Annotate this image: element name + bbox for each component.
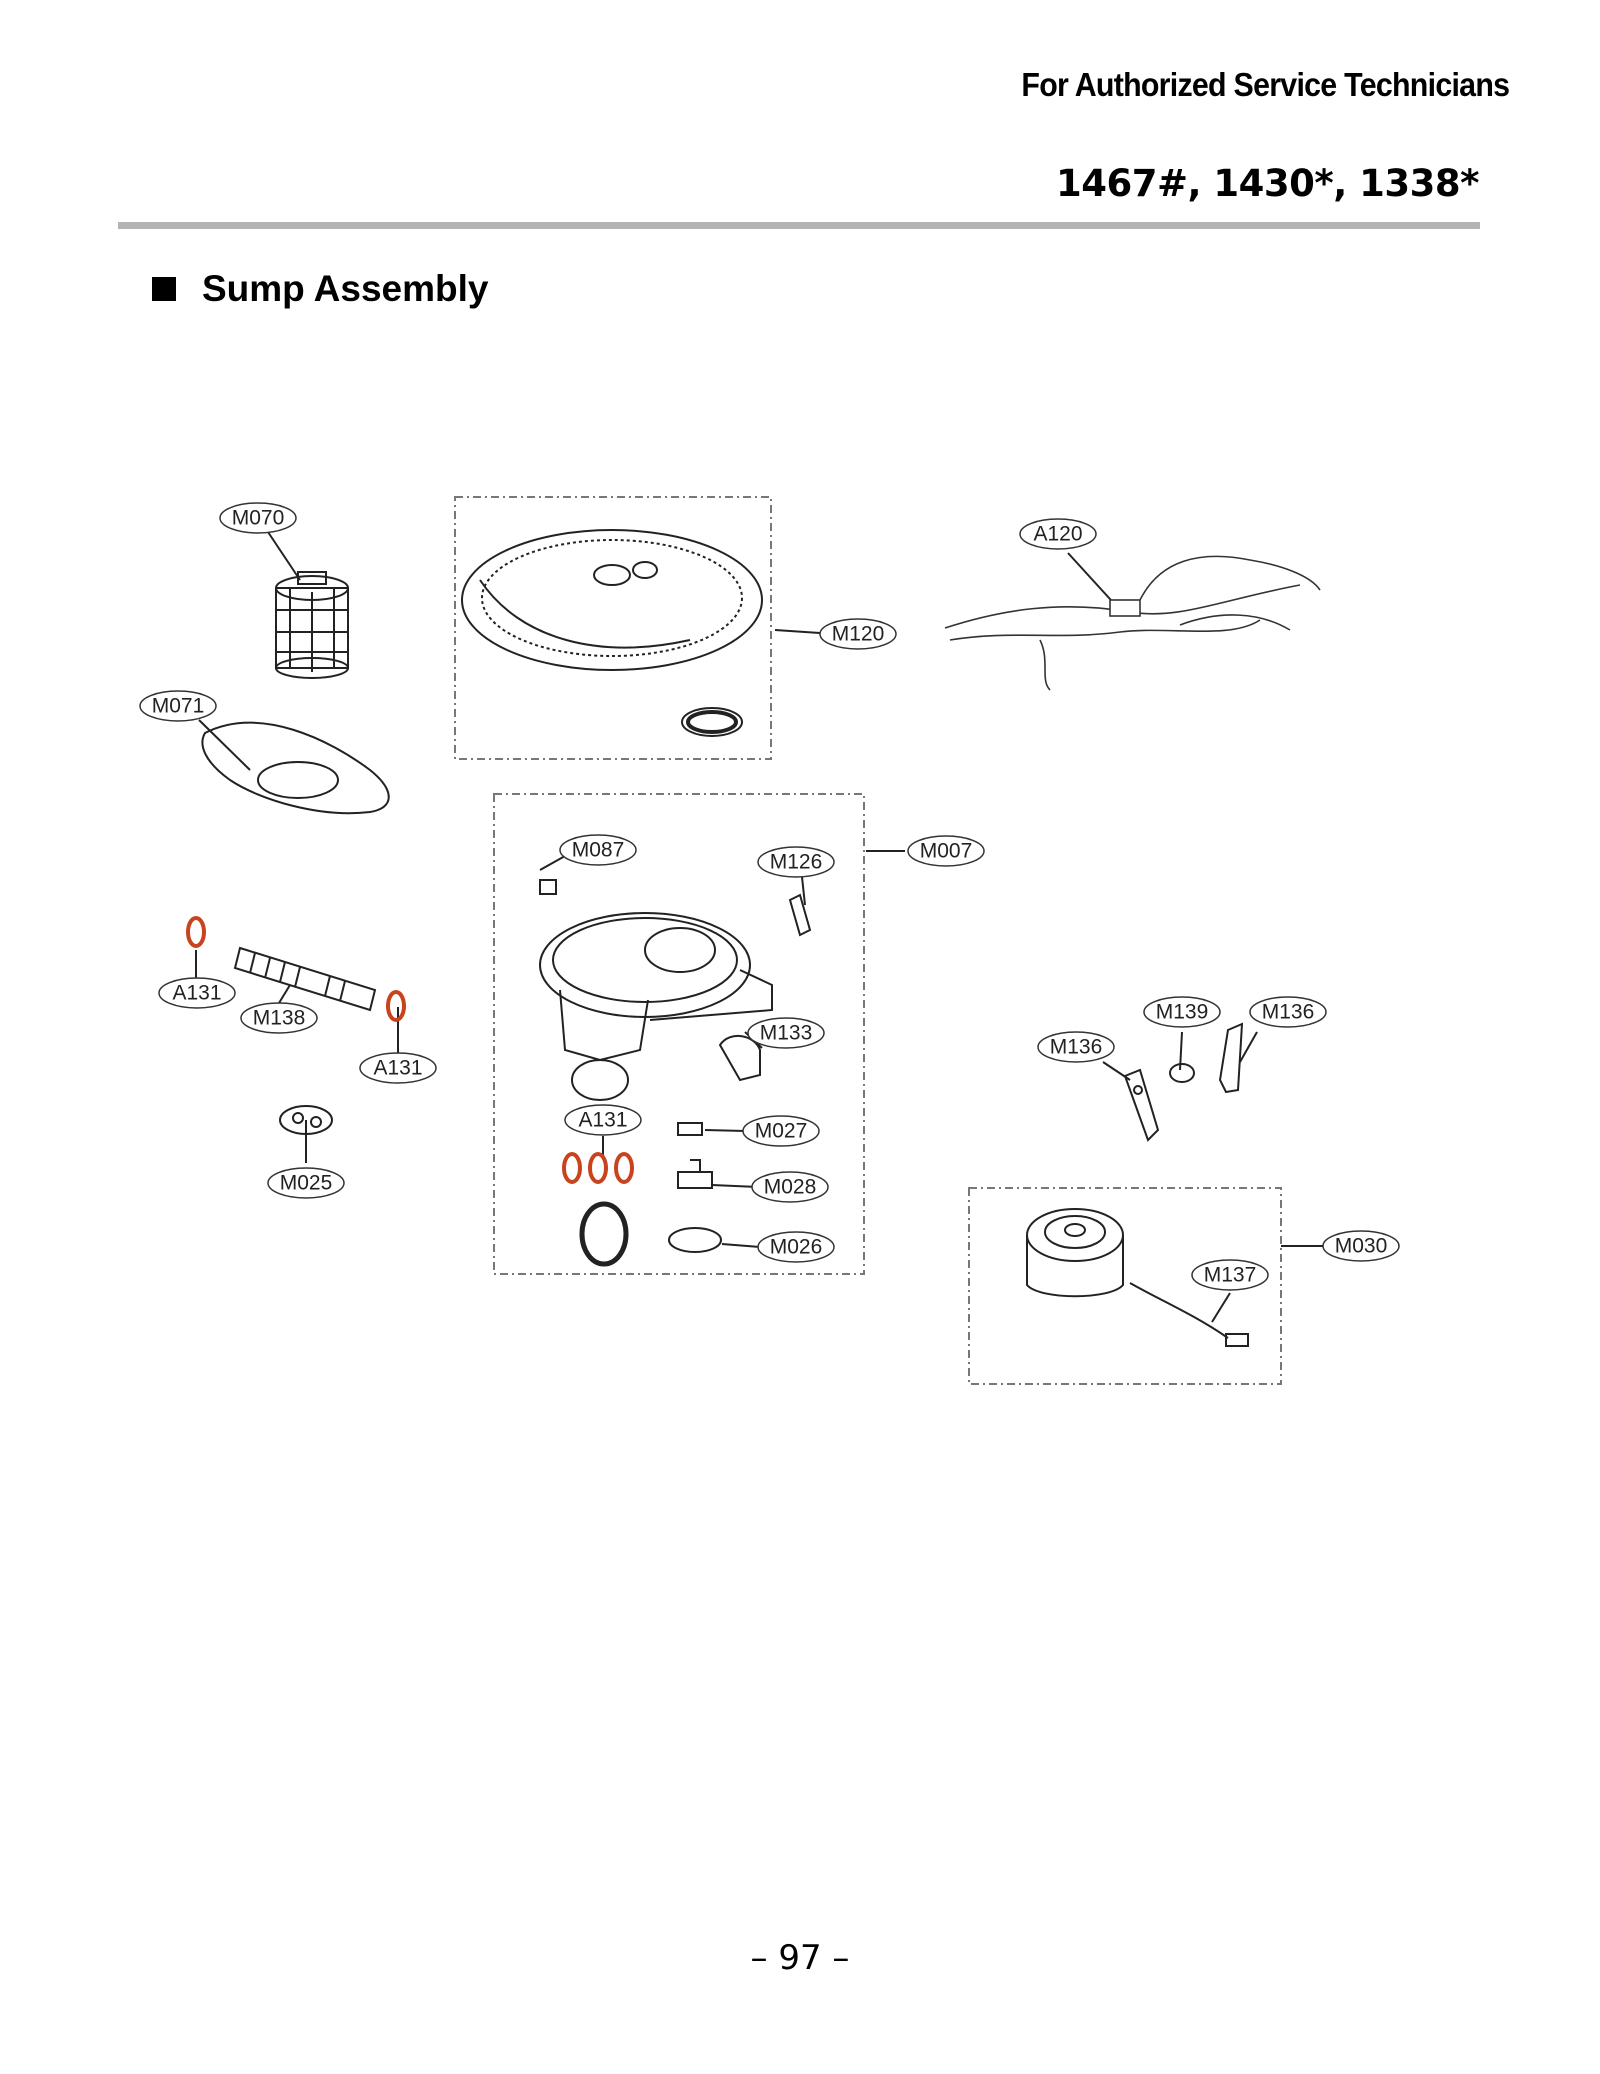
callout-M026: M026	[770, 1236, 823, 1259]
callout-A131-right: A131	[373, 1057, 422, 1080]
pump-group-frame	[968, 1187, 1282, 1385]
callout-M007: M007	[920, 840, 973, 863]
filter-plate-part	[461, 529, 763, 737]
callout-M139: M139	[1156, 1001, 1209, 1024]
callout-A120: A120	[1033, 523, 1082, 546]
orings	[186, 916, 634, 1267]
fine-filter-part	[201, 721, 390, 815]
square-bullet-icon	[152, 277, 176, 301]
callout-M133: M133	[760, 1022, 813, 1045]
model-numbers: 1467#, 1430*, 1338*	[1055, 162, 1480, 205]
cap-part	[279, 1105, 333, 1135]
header-rule	[118, 222, 1480, 229]
wire-harness-part	[944, 555, 1321, 691]
sump-group-frame	[493, 793, 865, 1275]
callout-M138: M138	[253, 1007, 306, 1030]
callout-M025: M025	[280, 1172, 333, 1195]
callout-M030: M030	[1335, 1235, 1388, 1258]
page-number: – 97 –	[750, 1938, 850, 1978]
audience-header: For Authorized Service Technicians	[1021, 66, 1510, 103]
spray-hose-part	[233, 946, 377, 1012]
callout-M087: M087	[572, 839, 625, 862]
bracket-parts	[1123, 1022, 1244, 1142]
leader-lines	[195, 531, 1338, 1323]
callout-M070: M070	[232, 507, 285, 530]
callout-M136-left: M136	[1050, 1036, 1103, 1059]
callout-M071: M071	[152, 695, 205, 718]
filter-group-frame	[454, 496, 772, 760]
callout-A131-left: A131	[172, 982, 221, 1005]
section-title: Sump Assembly	[202, 268, 489, 309]
callout-M137: M137	[1204, 1264, 1257, 1287]
callout-M126: M126	[770, 851, 823, 874]
callout-M120: M120	[832, 623, 885, 646]
section-heading: Sump Assembly	[152, 268, 489, 310]
callout-M136-right: M136	[1262, 1001, 1315, 1024]
callout-M027: M027	[755, 1120, 808, 1143]
callout-M028: M028	[764, 1176, 817, 1199]
strainer-cup-part	[275, 571, 349, 679]
callout-A131-sump: A131	[578, 1109, 627, 1132]
pump-motor-part	[1026, 1208, 1249, 1347]
sump-body-part	[539, 879, 773, 1101]
